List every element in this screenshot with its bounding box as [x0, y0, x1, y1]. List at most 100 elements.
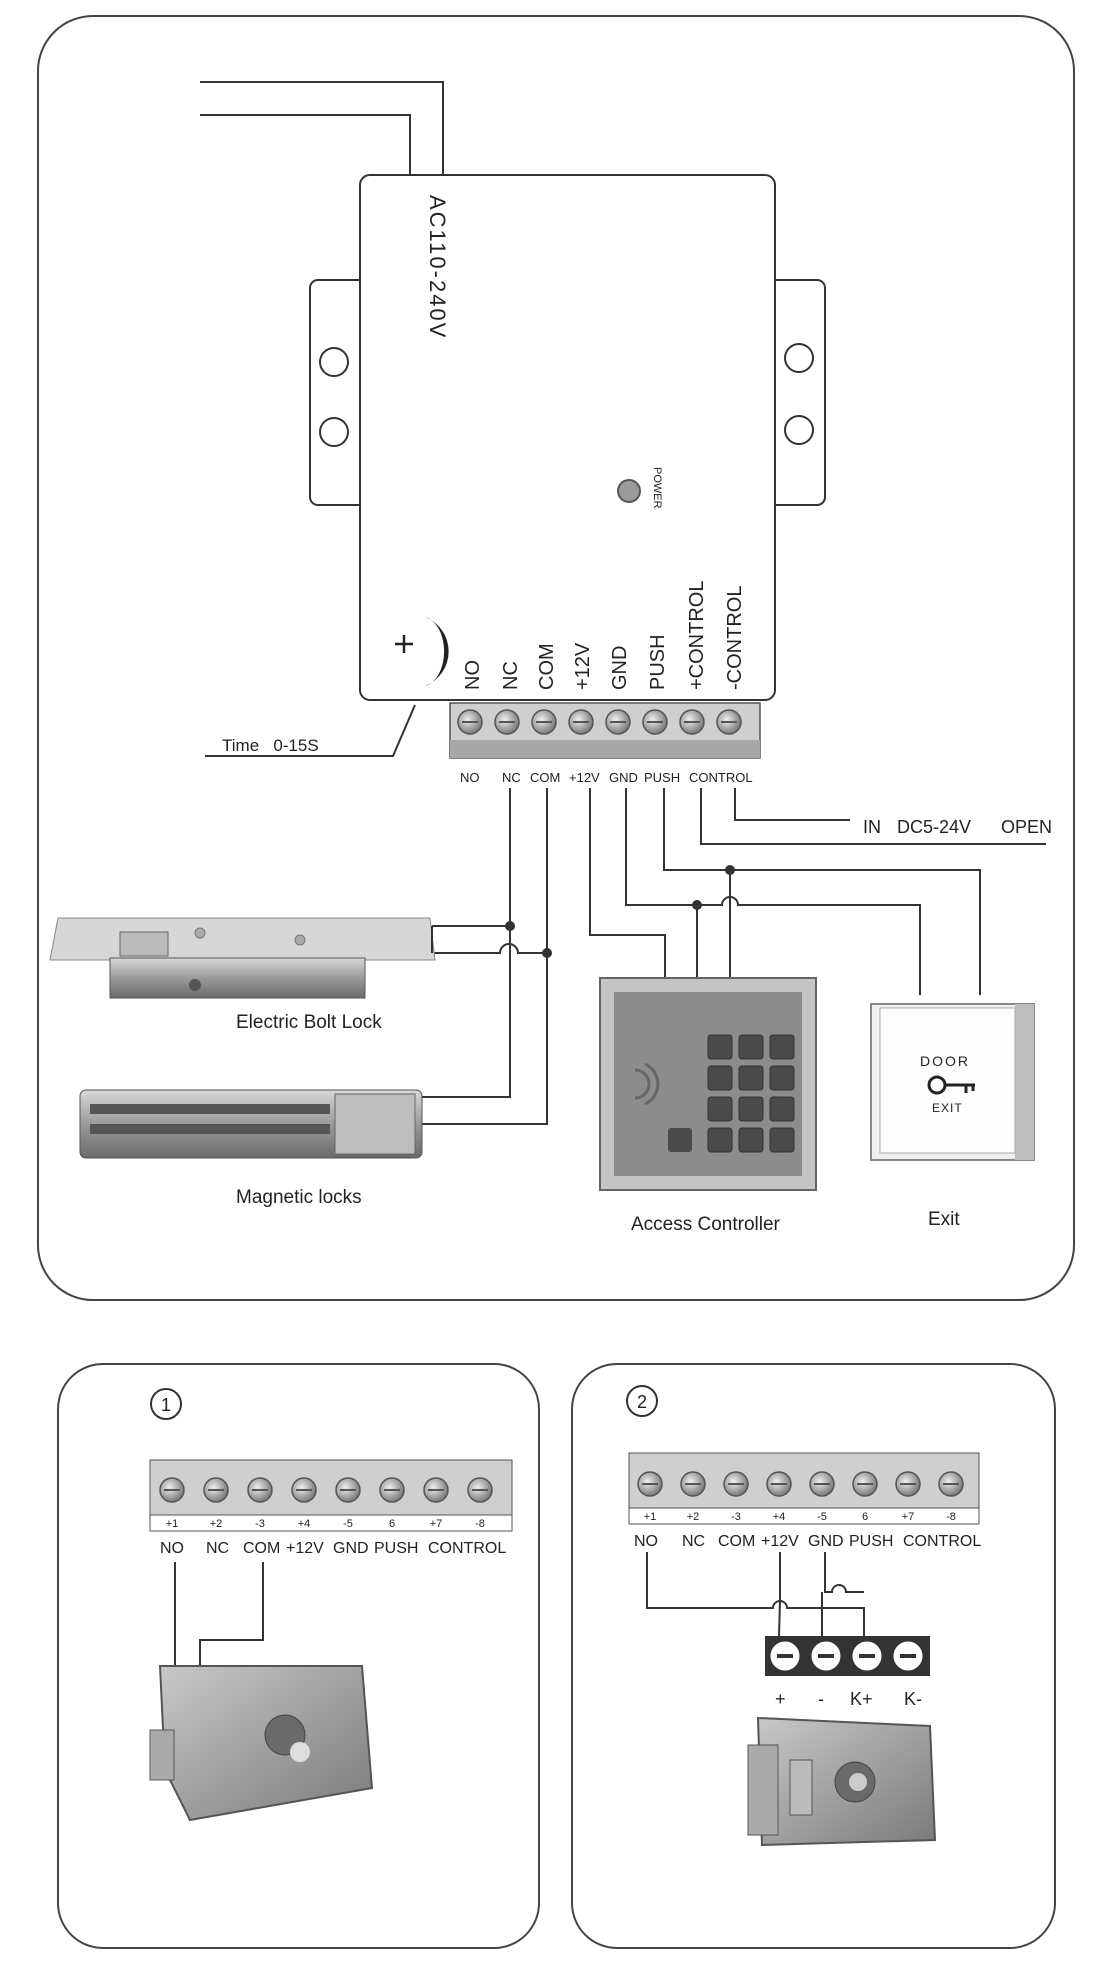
- pin-number: +7: [902, 1511, 915, 1523]
- keypad-key: [668, 1128, 692, 1152]
- exit-label: Exit: [928, 1209, 960, 1230]
- panel2-lock-terminal-labels: + - K+ K-: [775, 1689, 922, 1709]
- vlabel-minus-control: -CONTROL: [724, 586, 746, 690]
- pin-number: -5: [343, 1518, 353, 1530]
- p1-label-gnd: GND: [333, 1540, 369, 1557]
- tlabel-no: NO: [460, 770, 480, 785]
- panel1-number-badge: [150, 1388, 182, 1420]
- panel2-rim-lock-image: [747, 1716, 937, 1847]
- magnetic-lock-image: [79, 1089, 423, 1159]
- pin-number: +2: [687, 1511, 700, 1523]
- pin-number: -8: [946, 1511, 956, 1523]
- exit-button-exit-text: EXIT: [932, 1101, 963, 1115]
- pin-number: +1: [644, 1511, 657, 1523]
- p1-label-no: NO: [160, 1540, 184, 1557]
- panel2-frame: [571, 1363, 1056, 1949]
- panel2-terminal-labels: NO NC COM +12V GND PUSH CONTROL: [634, 1533, 981, 1550]
- tlabel-12v: +12V: [569, 770, 600, 785]
- pin-number: -3: [255, 1518, 265, 1530]
- mount-hole-icon: [784, 343, 814, 373]
- keypad-key: [738, 1065, 764, 1091]
- vlabel-nc: NC: [500, 661, 522, 690]
- panel2-number-badge: [626, 1385, 658, 1417]
- main-terminal-labels: NO NC COM +12V GND PUSH CONTROL: [460, 770, 753, 785]
- main-panel-frame: [37, 15, 1075, 1301]
- pin-number: +7: [430, 1518, 443, 1530]
- lock-term-plus: +: [775, 1689, 786, 1709]
- tlabel-gnd: GND: [609, 770, 638, 785]
- power-led-icon: [617, 479, 641, 503]
- mounting-flange-left: [309, 279, 371, 506]
- lock-term-minus: -: [818, 1689, 824, 1709]
- pin-number: -8: [475, 1518, 485, 1530]
- panel2-lock-terminal-strip: [765, 1636, 930, 1676]
- exit-button-image: DOOR EXIT: [870, 1003, 1035, 1161]
- keypad-key: [738, 1127, 764, 1153]
- p2-label-push: PUSH: [849, 1533, 893, 1550]
- keypad-key: [738, 1096, 764, 1122]
- p2-label-control: CONTROL: [903, 1533, 981, 1550]
- tlabel-push: PUSH: [644, 770, 680, 785]
- p1-label-com: COM: [243, 1540, 280, 1557]
- magnetic-lock-label: Magnetic locks: [236, 1187, 362, 1208]
- mount-hole-icon: [319, 417, 349, 447]
- p1-label-nc: NC: [206, 1540, 229, 1557]
- pin-number: +1: [166, 1518, 179, 1530]
- tlabel-com: COM: [530, 770, 560, 785]
- vlabel-12v: +12V: [572, 642, 594, 690]
- p2-label-nc: NC: [682, 1533, 705, 1550]
- vlabel-com: COM: [536, 643, 558, 690]
- p2-label-no: NO: [634, 1533, 658, 1550]
- pin-number: -5: [817, 1511, 827, 1523]
- lock-term-kminus: K-: [904, 1689, 922, 1709]
- time-label: Time 0-15S: [222, 736, 319, 755]
- ac-input-wires: [200, 81, 444, 175]
- vlabel-gnd: GND: [609, 646, 631, 690]
- vlabel-no: NO: [462, 660, 484, 690]
- keypad-key: [707, 1096, 733, 1122]
- keypad-key: [707, 1065, 733, 1091]
- keypad-key: [769, 1034, 795, 1060]
- p1-label-push: PUSH: [374, 1540, 418, 1557]
- keypad-key: [707, 1034, 733, 1060]
- vlabel-push: PUSH: [647, 634, 669, 690]
- time-leader-line: [205, 704, 416, 757]
- keypad-key: [769, 1096, 795, 1122]
- p1-label-control: CONTROL: [428, 1540, 506, 1557]
- p2-label-12v: +12V: [761, 1533, 799, 1550]
- p1-label-12v: +12V: [286, 1540, 324, 1557]
- panel1-terminal-labels: NO NC COM +12V GND PUSH CONTROL: [160, 1540, 506, 1557]
- lock-term-kplus: K+: [850, 1689, 873, 1709]
- time-adjust-knob-icon: [395, 617, 449, 686]
- pin-number: +2: [210, 1518, 223, 1530]
- tlabel-control: CONTROL: [689, 770, 753, 785]
- tlabel-nc: NC: [502, 770, 521, 785]
- in-label: IN: [863, 817, 881, 837]
- pin-number: -3: [731, 1511, 741, 1523]
- panel2-number: 2: [637, 1392, 647, 1412]
- pin-number: +4: [773, 1511, 786, 1523]
- vertical-terminal-labels: NO NC COM +12V GND PUSH +CONTROL -CONTRO…: [462, 581, 746, 690]
- pin-number: 6: [862, 1511, 868, 1523]
- panel1-frame: [57, 1363, 540, 1949]
- main-terminal-block: [449, 702, 761, 759]
- exit-button-door-text: DOOR: [920, 1053, 970, 1069]
- p2-label-gnd: GND: [808, 1533, 844, 1550]
- keypad-key: [769, 1127, 795, 1153]
- pin-number: 6: [389, 1518, 395, 1530]
- panel1-rim-lock-image: [149, 1665, 374, 1822]
- electric-bolt-lock-image: [49, 917, 436, 999]
- keypad-key: [707, 1127, 733, 1153]
- mount-hole-icon: [784, 415, 814, 445]
- power-led-label: POWER: [651, 467, 663, 509]
- panel2-wiring: [646, 1552, 865, 1637]
- open-label: OPEN: [1001, 817, 1052, 837]
- mounting-flange-right: [759, 279, 826, 506]
- mount-hole-icon: [319, 347, 349, 377]
- key-icon: [927, 1075, 975, 1095]
- panel1-number: 1: [161, 1395, 171, 1415]
- panel2-terminal-block: +1 +2 -3 +4 -5 6 +7 -8: [628, 1452, 980, 1525]
- dc-voltage-label: DC5-24V: [897, 817, 971, 837]
